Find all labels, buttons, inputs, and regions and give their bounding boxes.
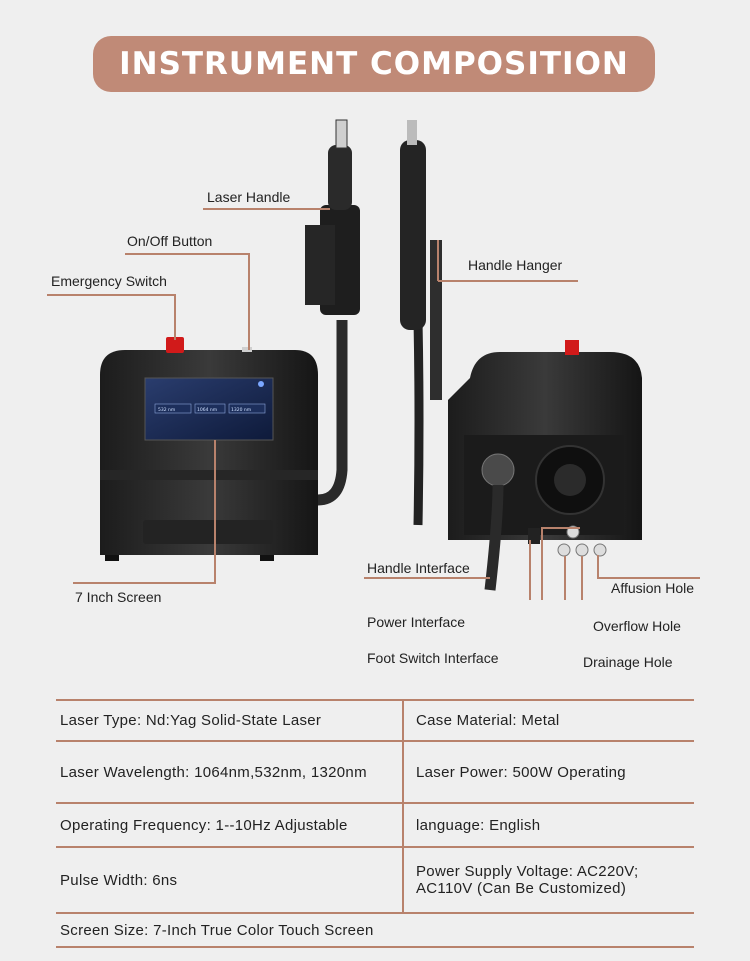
table-row: Screen Size: 7-Inch True Color Touch Scr… — [56, 912, 694, 948]
spec-cell: Screen Size: 7-Inch True Color Touch Scr… — [56, 912, 694, 948]
product-illustration: 532 nm 1064 nm 1320 nm — [47, 119, 700, 600]
screen-btn-2: 1064 nm — [197, 407, 217, 413]
screen-btn-1: 532 nm — [158, 407, 175, 413]
spec-cell: Operating Frequency: 1--10Hz Adjustable — [56, 802, 403, 848]
spec-cell: Laser Type: Nd:Yag Solid-State Laser — [56, 699, 403, 742]
callout-affusion-hole: Affusion Hole — [611, 580, 695, 596]
callout-handle-hanger: Handle Hanger — [468, 257, 563, 273]
front-unit: 532 nm 1064 nm 1320 nm — [100, 119, 360, 561]
spec-cell: Laser Power: 500W Operating — [402, 740, 694, 804]
callout-laser-handle: Laser Handle — [207, 189, 291, 205]
table-row: Operating Frequency: 1--10Hz Adjustable … — [56, 802, 694, 848]
callout-on-off-button: On/Off Button — [127, 233, 213, 249]
rear-unit — [400, 120, 642, 591]
callout-power-interface: Power Interface — [367, 614, 466, 630]
screen-btn-3: 1320 nm — [231, 407, 251, 413]
callout-overflow-hole: Overflow Hole — [593, 618, 681, 634]
callout-emergency-switch: Emergency Switch — [51, 273, 167, 289]
callout-foot-switch-interface: Foot Switch Interface — [367, 650, 499, 666]
spec-cell: Case Material: Metal — [402, 699, 694, 742]
spec-cell: Pulse Width: 6ns — [56, 846, 403, 914]
spec-cell: Power Supply Voltage: AC220V; AC110V (Ca… — [402, 846, 694, 914]
page-title: INSTRUMENT COMPOSITION — [119, 46, 629, 82]
spec-cell: language: English — [402, 802, 694, 848]
specs-table: Laser Type: Nd:Yag Solid-State Laser Cas… — [56, 699, 694, 948]
table-row: Laser Wavelength: 1064nm,532nm, 1320nm L… — [56, 740, 694, 804]
callout-handle-interface: Handle Interface — [367, 560, 470, 576]
title-banner: INSTRUMENT COMPOSITION — [93, 36, 655, 92]
leader-lines — [47, 208, 700, 600]
spec-cell: Laser Wavelength: 1064nm,532nm, 1320nm — [56, 740, 403, 804]
callout-7-inch-screen: 7 Inch Screen — [75, 589, 162, 605]
table-row: Laser Type: Nd:Yag Solid-State Laser Cas… — [56, 699, 694, 742]
callout-drainage-hole: Drainage Hole — [583, 654, 673, 670]
table-row: Pulse Width: 6ns Power Supply Voltage: A… — [56, 846, 694, 914]
